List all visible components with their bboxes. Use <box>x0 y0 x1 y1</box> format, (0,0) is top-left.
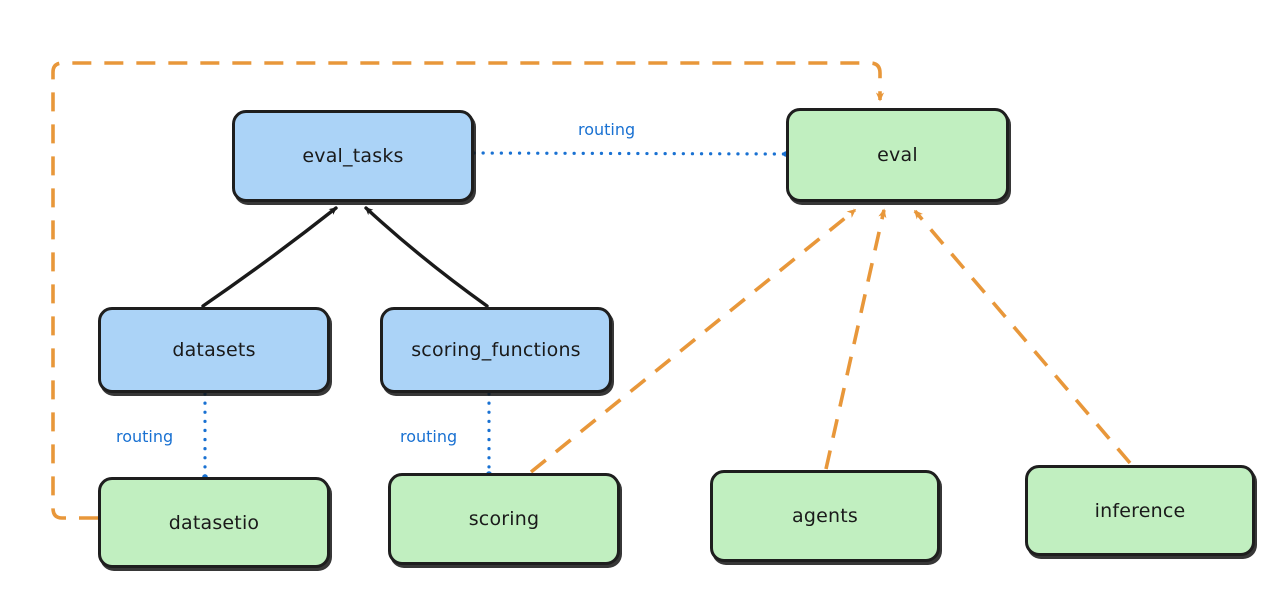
node-eval[interactable]: eval <box>786 108 1009 202</box>
edge-datasets-to-eval-tasks <box>201 206 338 308</box>
edge-inference-to-eval <box>913 209 1132 465</box>
node-label: inference <box>1094 499 1186 522</box>
node-label: scoring_functions <box>411 339 581 361</box>
node-label: datasetio <box>168 511 260 534</box>
edge-scoring-to-eval <box>529 208 857 474</box>
edge-scoring-functions-to-eval-tasks <box>364 206 489 308</box>
edge-label-routing-datasets: routing <box>116 427 174 446</box>
edge-label-routing-scoring-functions: routing <box>400 427 458 446</box>
node-label: datasets <box>172 339 256 361</box>
node-inference[interactable]: inference <box>1025 465 1255 556</box>
node-label: eval_tasks <box>302 145 404 167</box>
edge-eval-tasks-to-eval <box>472 151 788 156</box>
node-label: eval <box>877 144 918 166</box>
node-scoring[interactable]: scoring <box>388 473 620 565</box>
node-label: scoring <box>468 508 540 530</box>
node-agents[interactable]: agents <box>710 470 940 562</box>
edge-datasetio-to-eval <box>51 61 885 520</box>
node-eval-tasks[interactable]: eval_tasks <box>232 110 474 202</box>
node-datasets[interactable]: datasets <box>98 307 330 393</box>
node-datasetio[interactable]: datasetio <box>98 477 330 568</box>
node-scoring-functions[interactable]: scoring_functions <box>380 307 612 393</box>
edge-agents-to-eval <box>824 208 887 470</box>
node-label: agents <box>792 505 858 527</box>
edge-label-routing-eval: routing <box>578 120 636 139</box>
